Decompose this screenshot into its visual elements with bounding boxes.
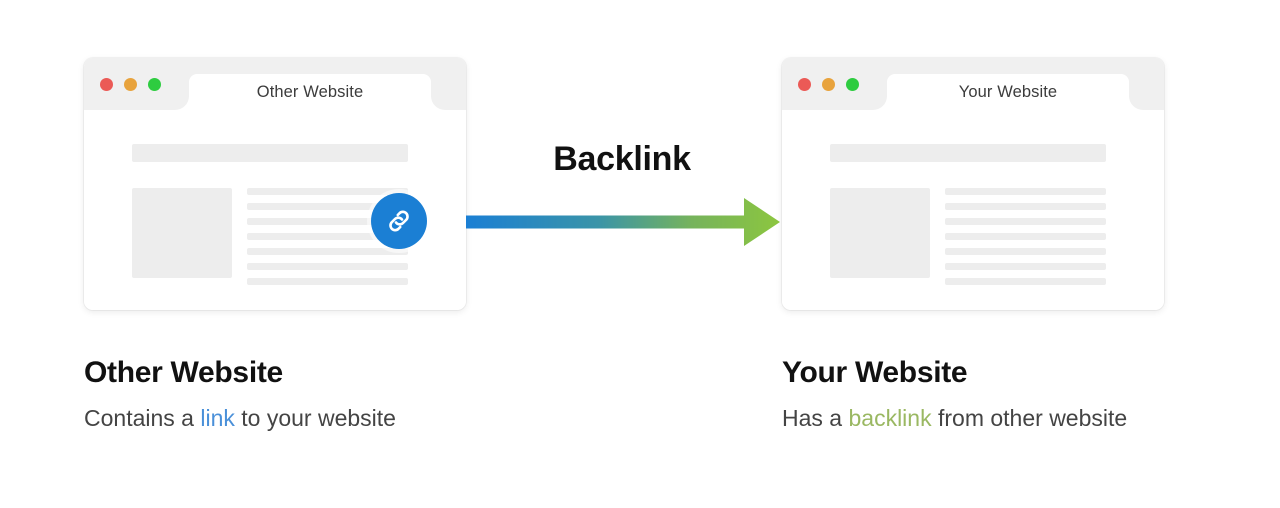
minimize-dot[interactable]: [124, 78, 137, 91]
caption-text-before: Contains a: [84, 405, 201, 431]
close-dot[interactable]: [100, 78, 113, 91]
caption-subtitle: Has a backlink from other website: [782, 405, 1252, 433]
skeleton-text-lines: [247, 188, 408, 285]
browser-window-other-website: Other Website: [84, 58, 466, 310]
browser-tab-your-website[interactable]: Your Website: [887, 74, 1129, 110]
browser-header: Your Website: [782, 58, 1164, 110]
caption-title: Other Website: [84, 356, 283, 389]
caption-subtitle: Contains a link to your website: [84, 405, 554, 433]
skeleton-banner: [132, 144, 408, 162]
arrow-shape: [466, 198, 780, 246]
traffic-lights: [798, 78, 859, 91]
skeleton-line: [247, 188, 408, 195]
skeleton-line: [945, 248, 1106, 255]
caption-other-website: Other Website Contains a link to your we…: [84, 356, 554, 433]
skeleton-line: [247, 203, 408, 210]
skeleton-line: [247, 218, 408, 225]
caption-title: Your Website: [782, 356, 968, 389]
traffic-lights: [100, 78, 161, 91]
skeleton-line: [945, 218, 1106, 225]
browser-header: Other Website: [84, 58, 466, 110]
caption-text-after: to your website: [234, 405, 396, 431]
skeleton-image-block: [830, 188, 930, 278]
caption-link-highlight[interactable]: link: [200, 405, 235, 431]
skeleton-image-block: [132, 188, 232, 278]
browser-tab-other-website[interactable]: Other Website: [189, 74, 431, 110]
caption-your-website: Your Website Has a backlink from other w…: [782, 356, 1252, 433]
caption-text-after: from other website: [931, 405, 1128, 431]
skeleton-line: [247, 278, 408, 285]
backlink-arrow-svg: [466, 198, 780, 246]
skeleton-line: [945, 233, 1106, 240]
close-dot[interactable]: [798, 78, 811, 91]
skeleton-banner: [830, 144, 1106, 162]
page-content-skeleton: [782, 110, 1164, 310]
caption-text-before: Has a: [782, 405, 849, 431]
backlink-label: Backlink: [553, 140, 691, 178]
skeleton-text-lines: [945, 188, 1106, 285]
link-icon-badge: [371, 193, 427, 249]
caption-backlink-highlight[interactable]: backlink: [848, 405, 932, 431]
skeleton-line: [247, 263, 408, 270]
backlink-arrow: [462, 188, 786, 256]
link-icon: [389, 210, 409, 232]
maximize-dot[interactable]: [846, 78, 859, 91]
browser-tab-title: Other Website: [256, 82, 364, 101]
skeleton-line: [247, 233, 408, 240]
browser-window-your-website: Your Website: [782, 58, 1164, 310]
skeleton-line: [945, 188, 1106, 195]
skeleton-line: [945, 278, 1106, 285]
minimize-dot[interactable]: [822, 78, 835, 91]
skeleton-line: [945, 263, 1106, 270]
browser-tab-title: Your Website: [958, 82, 1058, 101]
maximize-dot[interactable]: [148, 78, 161, 91]
skeleton-line: [945, 203, 1106, 210]
skeleton-line: [247, 248, 408, 255]
